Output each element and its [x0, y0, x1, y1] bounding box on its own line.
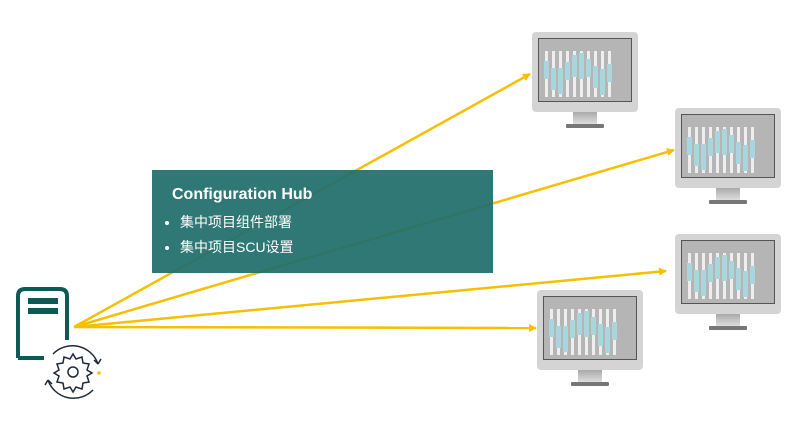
range-band [579, 53, 584, 79]
configuration-hub-box: Configuration Hub 集中项目组件部署 集中项目SCU设置 [152, 170, 493, 273]
range-band [605, 327, 610, 353]
hub-feature-list: 集中项目组件部署 集中项目SCU设置 [162, 210, 294, 260]
gear-sync-icon [44, 344, 102, 400]
hub-feature-item: 集中项目SCU设置 [180, 235, 294, 260]
arrow-to-monitor-4 [73, 323, 537, 332]
range-band [729, 261, 734, 279]
monitor-screen [681, 240, 775, 304]
range-band [593, 66, 598, 88]
range-band [563, 326, 568, 352]
range-band [715, 131, 720, 153]
range-band [612, 322, 617, 340]
range-band [687, 137, 692, 155]
range-band [556, 326, 561, 348]
range-band [736, 142, 741, 164]
range-band [729, 135, 734, 153]
range-band [701, 270, 706, 296]
range-band [607, 64, 612, 82]
range-band [549, 319, 554, 337]
monitor-screen [681, 114, 775, 178]
range-band [577, 313, 582, 335]
range-band [694, 144, 699, 166]
monitor-4 [537, 290, 643, 386]
range-band [708, 138, 713, 156]
range-band [694, 270, 699, 292]
range-band [584, 311, 589, 337]
range-band [743, 145, 748, 171]
range-band [715, 257, 720, 279]
range-band [750, 140, 755, 158]
range-band [551, 68, 556, 90]
monitor-3 [675, 234, 781, 330]
range-band [570, 320, 575, 338]
monitor-2 [675, 108, 781, 204]
range-band [750, 266, 755, 284]
range-band [586, 59, 591, 77]
range-band [701, 144, 706, 170]
monitor-screen [538, 38, 632, 102]
range-band [722, 129, 727, 155]
range-band [722, 255, 727, 281]
range-band [572, 55, 577, 77]
range-band [687, 263, 692, 281]
range-band [591, 317, 596, 335]
range-band [600, 69, 605, 95]
range-band [558, 68, 563, 94]
range-band [736, 268, 741, 290]
arrow-to-monitor-3 [73, 267, 667, 329]
range-band [598, 324, 603, 346]
range-band [565, 62, 570, 80]
range-band [544, 61, 549, 79]
server-icon [16, 287, 69, 360]
monitor-screen [543, 296, 637, 360]
range-band [743, 271, 748, 297]
range-band [708, 264, 713, 282]
monitor-1 [532, 32, 638, 128]
hub-feature-item: 集中项目组件部署 [180, 210, 294, 235]
hub-title: Configuration Hub [172, 186, 313, 203]
